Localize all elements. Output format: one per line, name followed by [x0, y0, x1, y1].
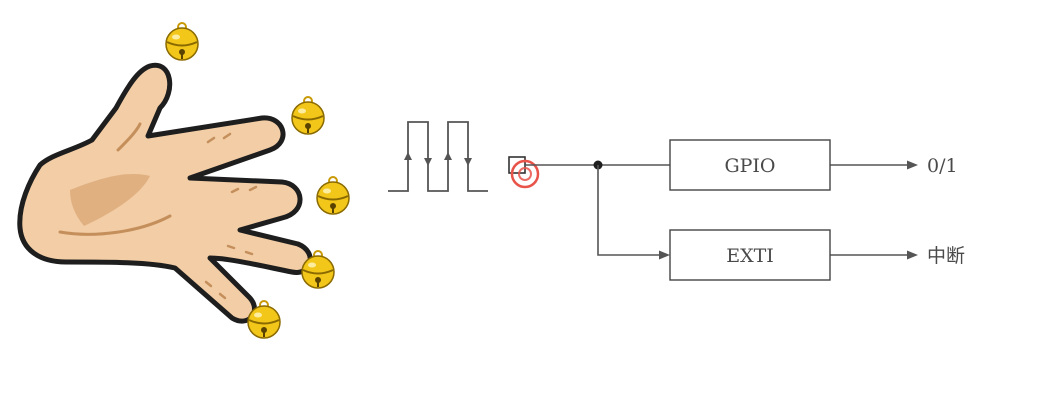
gpio-label: GPIO	[724, 155, 775, 177]
hand-outline	[17, 62, 313, 324]
palm-crease	[58, 214, 172, 236]
branch-arrowhead	[659, 250, 670, 260]
exti-block: EXTI	[669, 229, 831, 281]
jingle-bell-icon	[301, 250, 335, 289]
gpio-output-label: 0/1	[927, 155, 958, 177]
palm-shadow	[70, 173, 150, 226]
knuckle-marks	[226, 244, 254, 256]
knuckle-marks	[206, 132, 232, 144]
gpio-block: GPIO	[669, 139, 831, 191]
knuckle-marks	[230, 185, 258, 194]
rising-edge-arrow	[444, 152, 452, 160]
jingle-bell-icon	[247, 300, 281, 339]
rising-edge-arrow	[404, 152, 412, 160]
hand-with-bells-icon	[17, 62, 313, 324]
falling-edge-arrow	[424, 158, 432, 166]
falling-edge-arrow	[464, 158, 472, 166]
gpio-output-arrowhead	[907, 160, 918, 170]
bells-group	[165, 22, 350, 339]
branch-wire	[597, 165, 660, 256]
signal-wires	[525, 160, 918, 260]
exti-output-arrowhead	[907, 250, 918, 260]
exti-output-label: 中断	[927, 245, 965, 267]
square-wave	[388, 121, 488, 192]
jingle-bell-icon	[291, 96, 325, 135]
knuckle-marks	[204, 280, 227, 300]
red-circle-cursor-icon	[510, 159, 540, 189]
jingle-bell-icon	[165, 22, 199, 61]
jingle-bell-icon	[316, 176, 350, 215]
pulse-waveform	[388, 121, 488, 192]
thumb-crease	[116, 122, 142, 152]
exti-label: EXTI	[726, 245, 774, 267]
